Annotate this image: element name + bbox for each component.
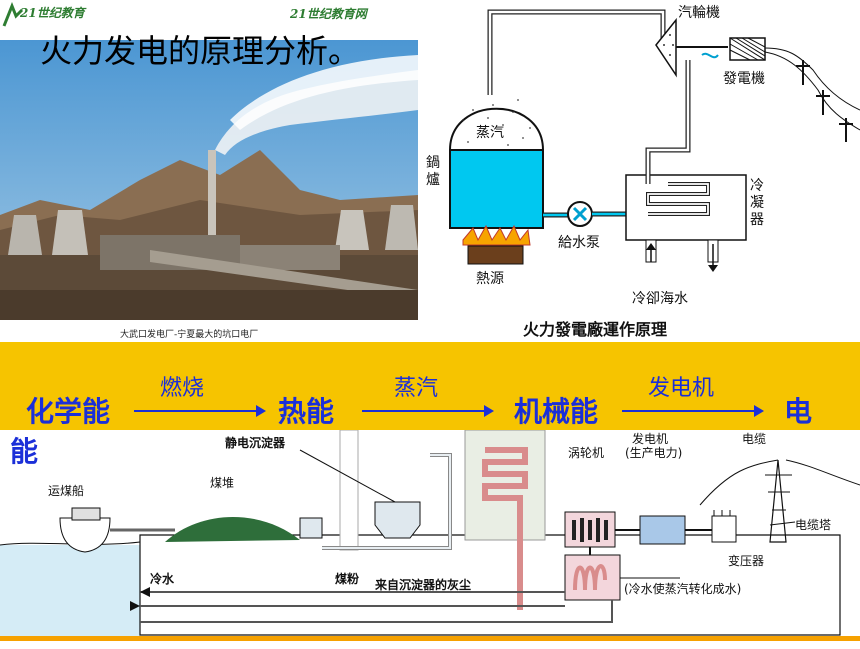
label-boiler: 鍋爐 [426,155,440,188]
label-coal-pile: 煤堆 [210,476,235,490]
footer-stripe [0,636,860,641]
photo-caption: 大武口发电厂-宁夏最大的坑口电厂 [120,330,259,340]
label-generator-bottom: 发电机 [632,432,669,446]
energy-electric: 电 [784,395,813,428]
label-generator-note: (生产电力) [625,446,683,460]
label-coal-ship: 运煤船 [48,484,85,498]
logo-text: 21世纪教育 [20,6,85,20]
coal-plant-diagram: 静电沉淀器 煤堆 运煤船 冷水 煤粉 来自沉淀器的灰尘 涡轮机 发电机 (生产电… [0,429,860,645]
diagram-graphic [448,9,860,272]
process-combustion: 燃烧 [160,376,205,401]
page-title: 火力发电的原理分析。 [40,32,361,70]
logo-site-name: 21世纪教育网 [290,7,367,21]
label-condenser: 冷凝器 [750,178,764,228]
label-steam: 蒸汽 [476,125,504,141]
coal-plant-graphic [0,429,860,640]
label-ash: 来自沉淀器的灰尘 [375,578,472,592]
energy-chemical: 化学能 [26,395,111,428]
label-generator: 發電機 [723,71,765,87]
power-plant-diagram: 汽輪機 發電機 蒸汽 鍋爐 給水泵 熱源 冷凝器 冷卻海水 [418,0,860,342]
diagram-caption: 火力發電廠運作原理 [523,320,668,339]
label-transformer: 变压器 [728,554,765,568]
arrow-3 [622,405,764,417]
process-generator: 发电机 [648,376,715,401]
label-cable: 电缆 [742,432,767,446]
arrow-2 [362,405,494,417]
label-condense-note: (冷水使蒸汽转化成水) [624,582,742,596]
label-heat-source: 熱源 [476,271,504,287]
logo-banner [0,0,418,40]
label-cable-tower: 电缆塔 [795,518,832,532]
label-coal-powder: 煤粉 [335,572,360,586]
label-cold-water: 冷水 [150,572,175,586]
label-pump: 給水泵 [558,235,600,251]
label-turbine: 汽輪機 [678,5,720,21]
arrow-1 [134,405,266,417]
energy-electric-tail: 能 [10,435,39,468]
power-plant-photo [0,0,418,340]
label-cooling-water: 冷卻海水 [632,291,688,307]
logo-icon [2,2,24,27]
energy-mechanical: 机械能 [514,395,599,428]
label-turbine-bottom: 涡轮机 [568,446,605,460]
energy-heat: 热能 [278,395,335,428]
power-plant-image [0,0,418,340]
energy-chain-band: 化学能 燃烧 热能 蒸汽 机械能 发电机 电 [0,342,860,430]
label-precipitator: 静电沉淀器 [225,436,286,450]
process-steam: 蒸汽 [394,376,439,401]
